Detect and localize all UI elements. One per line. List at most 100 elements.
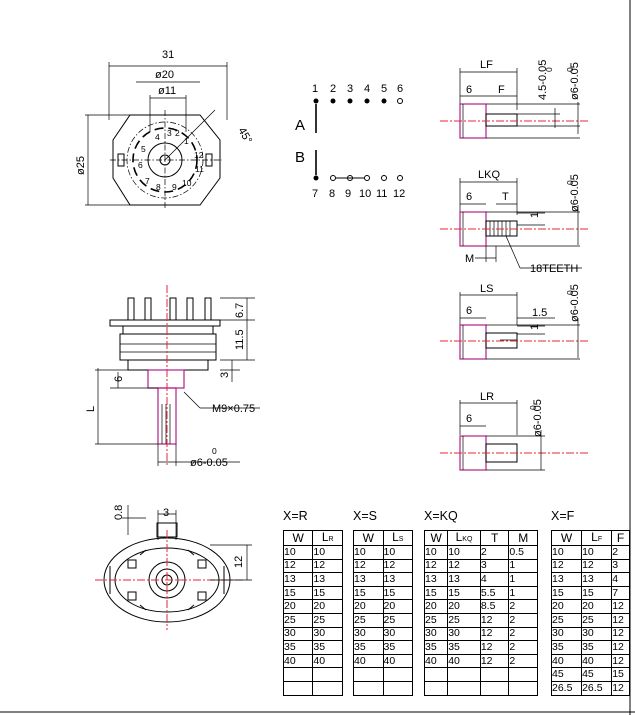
- table-cell: 20: [353, 599, 384, 614]
- table-cell: 25: [581, 612, 613, 628]
- svg-text:6: 6: [466, 413, 472, 425]
- table-cell: 13: [447, 572, 481, 587]
- svg-text:3: 3: [167, 128, 172, 138]
- bottom-view: 0.8 3 12: [95, 505, 252, 630]
- table-cell: [282, 680, 314, 696]
- svg-text:1: 1: [529, 324, 541, 330]
- table-cell: 25: [423, 612, 449, 628]
- table-cell: 25: [312, 612, 343, 628]
- table-cell: 35: [550, 640, 583, 655]
- table-cell: 30: [382, 626, 413, 642]
- dim-31: 31: [162, 49, 174, 61]
- table-cell: 12: [282, 558, 314, 574]
- table-cell: [282, 667, 314, 682]
- svg-text:F: F: [498, 84, 505, 96]
- svg-text:3: 3: [347, 83, 353, 95]
- table-cell: [447, 667, 481, 682]
- table-cell: [353, 680, 384, 696]
- table-cell: 2: [611, 545, 630, 560]
- svg-text:10: 10: [359, 188, 371, 200]
- svg-text:0: 0: [565, 290, 575, 295]
- table-cell: 10: [353, 545, 384, 560]
- table-cell: 2: [508, 612, 538, 628]
- table-cell: [312, 667, 343, 682]
- table-cell: [508, 667, 538, 682]
- table-cell: 12: [479, 626, 510, 642]
- table-cell: 20: [423, 599, 449, 614]
- table-cell: [382, 680, 413, 696]
- svg-text:12: 12: [194, 150, 204, 160]
- table-cell: 26.5: [581, 680, 613, 696]
- table-s-title: X=S: [353, 509, 377, 523]
- table-cell: 35: [312, 640, 343, 655]
- table-cell: 15: [382, 585, 413, 601]
- table-cell: 20: [447, 599, 481, 614]
- table-cell: 35: [447, 640, 481, 655]
- svg-text:10: 10: [182, 178, 192, 188]
- table-cell: 15: [282, 585, 314, 601]
- switch-schematic: 1 2 3 4 5 6 A B 7 8 9 10 11 12: [295, 83, 405, 200]
- table-cell: 20: [282, 599, 314, 614]
- table-cell: [447, 680, 481, 696]
- table-cell: 12: [479, 612, 510, 628]
- table-cell: 4: [479, 572, 510, 587]
- table-cell: 13: [581, 572, 613, 587]
- table-cell: 25: [382, 612, 413, 628]
- svg-text:ø6-0.05: ø6-0.05: [190, 457, 228, 469]
- svg-text:1: 1: [184, 136, 189, 146]
- svg-text:1: 1: [312, 83, 318, 95]
- table-cell: 0.5: [508, 545, 538, 560]
- svg-text:M9×0.75: M9×0.75: [212, 403, 255, 415]
- table-cell: 30: [447, 626, 481, 642]
- table-cell: 35: [423, 640, 449, 655]
- table-cell: 12: [611, 680, 630, 696]
- svg-text:9: 9: [172, 182, 177, 192]
- svg-text:1.5: 1.5: [532, 307, 547, 319]
- svg-text:ø6-0.05: ø6-0.05: [532, 399, 544, 437]
- table-cell: 5.5: [479, 585, 510, 601]
- table-cell: 3: [479, 558, 510, 574]
- table-cell: 30: [353, 626, 384, 642]
- table-cell: 2: [479, 545, 510, 560]
- svg-text:11.5: 11.5: [234, 329, 246, 350]
- pole-a: A: [295, 117, 305, 134]
- shaft-s: LS 6 1.5 1 0 ø6-0.05: [440, 283, 590, 360]
- svg-text:18TEETH: 18TEETH: [530, 263, 578, 275]
- side-view: 6.7 11.5 3 6 L M9×0.75 0 ø6-0.05: [85, 285, 260, 469]
- table-cell: [479, 667, 510, 682]
- table-cell: 45: [550, 667, 583, 682]
- table-cell: 35: [382, 640, 413, 655]
- table-cell: 40: [423, 653, 449, 669]
- table-cell: 15: [611, 667, 630, 682]
- table-cell: 13: [353, 572, 384, 587]
- table-cell: [312, 680, 343, 696]
- table-cell: 25: [550, 612, 583, 628]
- svg-text:8: 8: [156, 182, 161, 192]
- table-cell: 13: [382, 572, 413, 587]
- table-cell: 10: [581, 545, 613, 560]
- svg-text:1: 1: [529, 212, 541, 218]
- svg-text:11: 11: [195, 164, 204, 174]
- table-cell: 12: [611, 626, 630, 642]
- svg-text:0: 0: [565, 180, 575, 185]
- table-cell: [479, 680, 510, 696]
- table-cell: 15: [423, 585, 449, 601]
- svg-text:4: 4: [155, 132, 160, 142]
- svg-text:12: 12: [393, 188, 405, 200]
- table-cell: 15: [312, 585, 343, 601]
- svg-text:LR: LR: [480, 391, 494, 403]
- top-view: 31 ø20 ø11 ø25 45° 3 2 4 1 5 12 6 11 7 8…: [75, 49, 254, 210]
- table-cell: 10: [423, 545, 449, 560]
- table-cell: 12: [423, 558, 449, 574]
- svg-text:0.8: 0.8: [113, 505, 125, 520]
- table-cell: 35: [282, 640, 314, 655]
- svg-text:7: 7: [145, 176, 150, 186]
- dim-45deg: 45°: [235, 126, 254, 146]
- table-cell: 35: [581, 640, 613, 655]
- svg-text:0: 0: [544, 67, 554, 72]
- svg-text:ø6-0.05: ø6-0.05: [569, 62, 581, 100]
